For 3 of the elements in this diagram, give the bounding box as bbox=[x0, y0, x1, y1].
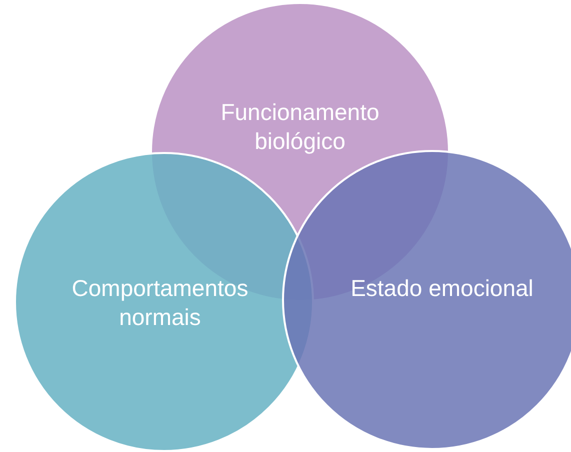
circle-label: Funcionamento biológico bbox=[220, 98, 380, 156]
circle-label: Comportamentos normais bbox=[70, 274, 250, 332]
circle-label: Estado emocional bbox=[350, 274, 534, 303]
